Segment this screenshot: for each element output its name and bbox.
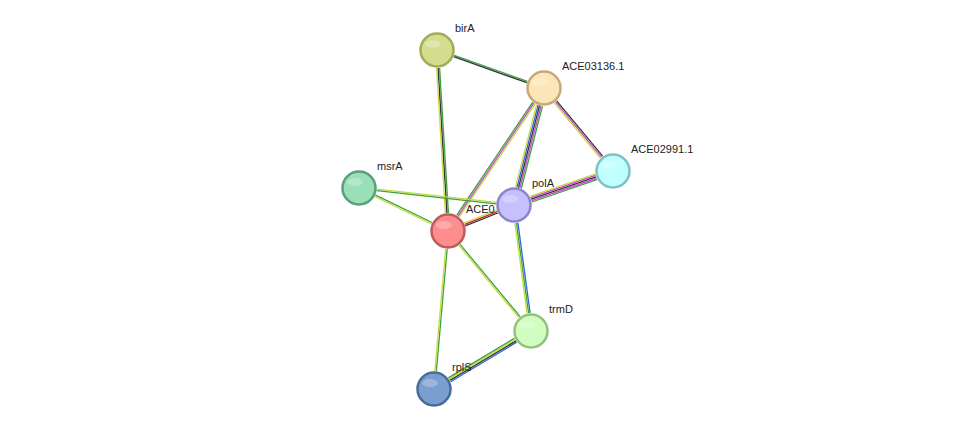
node-label: msrA (377, 160, 403, 172)
evidence-line (531, 177, 596, 199)
evidence-line (459, 245, 519, 317)
protein-node: ACE03136.1 (526, 70, 562, 106)
node-label: polA (532, 177, 554, 189)
node-disc (528, 72, 561, 105)
node-highlight (425, 40, 441, 48)
evidence-line (454, 55, 527, 81)
evidence-line (376, 195, 433, 222)
node-label: birA (455, 22, 475, 34)
evidence-line (557, 101, 603, 156)
protein-node: rplS (416, 371, 452, 407)
protein-node: polA (496, 187, 532, 223)
evidence-line (450, 341, 516, 381)
evidence-line (515, 223, 527, 313)
evidence-line (460, 244, 520, 316)
node-highlight (601, 161, 617, 169)
node-highlight (532, 78, 548, 86)
node-circle (419, 32, 455, 68)
node-circle (496, 187, 532, 223)
evidence-line (530, 174, 595, 196)
evidence-line (377, 191, 496, 204)
node-label: trmD (549, 303, 573, 315)
interaction-edge (515, 223, 530, 314)
interaction-edge (516, 105, 543, 189)
protein-node: trmD (513, 313, 549, 349)
evidence-line (516, 223, 528, 313)
node-disc (421, 34, 454, 67)
node-highlight (436, 221, 452, 229)
evidence-line (435, 249, 446, 371)
interaction-edge (435, 249, 447, 371)
evidence-line (451, 342, 517, 382)
evidence-line (521, 106, 542, 188)
node-circle (416, 371, 452, 407)
node-highlight (422, 379, 438, 387)
evidence-line (375, 197, 432, 224)
interaction-edge (459, 244, 520, 317)
evidence-line (436, 249, 447, 371)
node-disc (432, 215, 465, 248)
node-circle (526, 70, 562, 106)
evidence-line (449, 340, 515, 380)
node-highlight (347, 178, 363, 186)
node-disc (515, 315, 548, 348)
node-disc (418, 373, 451, 406)
node-circle (430, 213, 466, 249)
evidence-line (517, 105, 538, 187)
interaction-edge (437, 68, 449, 213)
evidence-line (554, 103, 600, 158)
node-label: ACE02991.1 (631, 143, 693, 155)
node-circle (595, 153, 631, 189)
node-highlight (519, 321, 535, 329)
interaction-edge (554, 101, 602, 158)
evidence-line (518, 223, 530, 313)
node-circle (341, 170, 377, 206)
protein-node: birA (419, 32, 455, 68)
node-label: rplS (452, 361, 472, 373)
evidence-line (531, 175, 596, 197)
node-label: ACE03136.1 (562, 60, 624, 72)
interaction-edge (377, 189, 496, 204)
node-circle (513, 313, 549, 349)
interaction-edge (530, 174, 597, 202)
node-disc (597, 155, 630, 188)
evidence-line (377, 189, 496, 202)
evidence-line (437, 68, 446, 213)
evidence-line (454, 57, 527, 83)
evidence-line (448, 338, 514, 378)
protein-node: ACE02991.1 (595, 153, 631, 189)
node-label: ACE0 (466, 203, 495, 215)
node-highlight (502, 195, 518, 203)
protein-node: ACE0 (430, 213, 466, 249)
node-disc (498, 189, 531, 222)
evidence-line (438, 68, 447, 213)
protein-node: msrA (341, 170, 377, 206)
interaction-edge (454, 55, 528, 82)
interaction-edge (375, 195, 432, 224)
node-disc (343, 172, 376, 205)
interaction-edge (448, 338, 516, 381)
evidence-line (556, 102, 602, 157)
